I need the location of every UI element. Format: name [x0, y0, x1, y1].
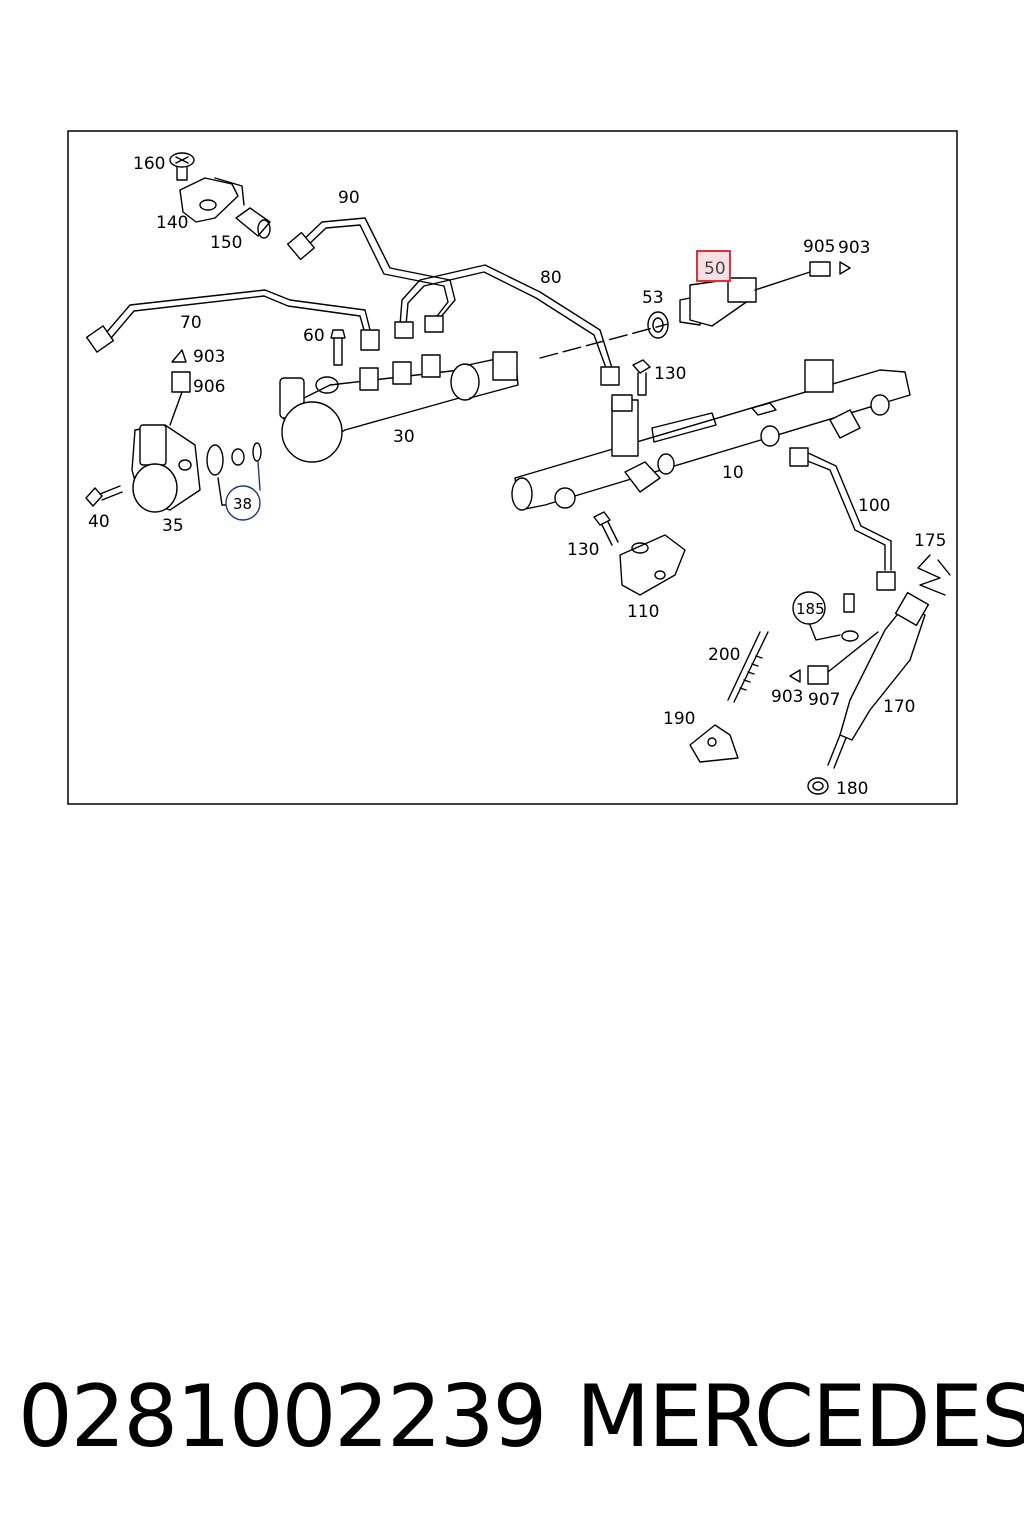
bolt-130-bottom — [593, 511, 619, 546]
bracket-140 — [179, 177, 245, 223]
label-35: 35 — [162, 516, 184, 536]
pressure-sensor-50 — [679, 271, 811, 327]
bracket-110 — [619, 534, 686, 596]
label-160: 160 — [133, 154, 165, 174]
connector-906 — [169, 349, 191, 426]
bolt-40 — [85, 485, 123, 507]
label-80: 80 — [540, 268, 562, 288]
label-38[interactable]: 38 — [233, 495, 252, 513]
connector-905 — [809, 261, 851, 277]
label-70: 70 — [180, 313, 202, 333]
pipe-80 — [394, 264, 620, 386]
label-903-right: 903 — [838, 238, 870, 258]
pipe-90 — [286, 217, 456, 333]
label-53: 53 — [642, 288, 664, 308]
label-175: 175 — [914, 531, 946, 551]
label-130-top: 130 — [654, 364, 686, 384]
label-903-left: 903 — [193, 347, 225, 367]
clip-175 — [917, 554, 951, 596]
highlight-50[interactable] — [696, 250, 731, 282]
label-185[interactable]: 185 — [796, 600, 825, 618]
label-90: 90 — [338, 188, 360, 208]
footer-caption: 0281002239 MERCEDES — [18, 1362, 1024, 1472]
bolt-130-top — [632, 359, 651, 396]
injector-170 — [827, 591, 930, 769]
valve-35 — [131, 424, 201, 513]
label-40: 40 — [88, 512, 110, 532]
label-903-bottom: 903 — [771, 687, 803, 707]
label-150: 150 — [210, 233, 242, 253]
fuel-rail-10 — [511, 359, 911, 511]
label-100: 100 — [858, 496, 890, 516]
label-110: 110 — [627, 602, 659, 622]
screw-160 — [169, 152, 195, 181]
sleeve-150 — [235, 207, 271, 239]
label-170: 170 — [883, 697, 915, 717]
connector-907 — [789, 631, 879, 685]
clamp-190 — [689, 724, 739, 763]
kit-185 — [792, 591, 859, 642]
label-200: 200 — [708, 645, 740, 665]
pressure-rail-30 — [279, 351, 519, 463]
label-50[interactable]: 50 — [704, 259, 726, 279]
pipe-70 — [85, 289, 380, 353]
label-180: 180 — [836, 779, 868, 799]
diagram-frame — [67, 130, 958, 805]
label-140: 140 — [156, 213, 188, 233]
seal-180 — [807, 777, 829, 795]
axis-line — [539, 323, 669, 359]
part-number: 0281002239 — [18, 1367, 547, 1467]
label-10: 10 — [722, 463, 744, 483]
label-190: 190 — [663, 709, 695, 729]
orings-38 — [206, 442, 262, 521]
stud-200 — [727, 631, 769, 703]
label-60: 60 — [303, 326, 325, 346]
label-130-bottom: 130 — [567, 540, 599, 560]
bolt-60 — [330, 329, 346, 366]
label-30: 30 — [393, 427, 415, 447]
pipe-100 — [789, 447, 896, 591]
label-907: 907 — [808, 690, 840, 710]
brand-name: MERCEDES — [576, 1367, 1024, 1467]
label-905: 905 — [803, 237, 835, 257]
label-906: 906 — [193, 377, 225, 397]
